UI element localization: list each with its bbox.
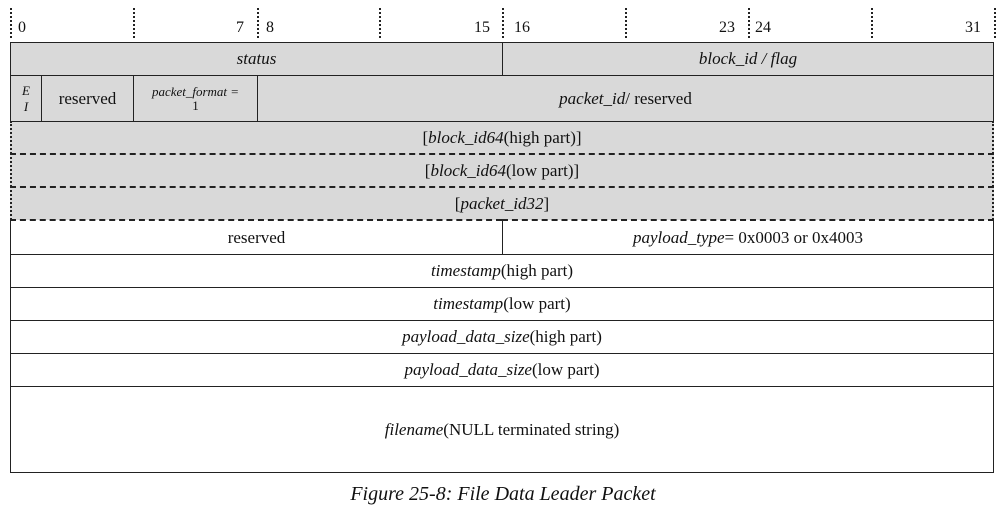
bit-tick [748, 8, 750, 38]
timestamp-high-label: timestamp [430, 261, 501, 280]
reserved-small-field: reserved [41, 75, 133, 121]
packet-format-label: packet_format = [151, 83, 240, 99]
payload-size-low-field: payload_data_size (low part) [10, 353, 994, 386]
block-id64-low-suffix: (low part)] [506, 161, 580, 180]
block-id64-low-label: block_id64 [430, 161, 507, 180]
timestamp-low-field: timestamp (low part) [10, 287, 994, 320]
payload-type-value: = 0x0003 or 0x4003 [724, 227, 864, 247]
reserved-half-label: reserved [227, 227, 286, 247]
block-id64-high-label: block_id64 [428, 128, 504, 147]
bracket-open: [ [454, 194, 461, 213]
bit-label-16: 16 [514, 19, 530, 36]
timestamp-low-label: timestamp [433, 294, 504, 313]
bit-label-23: 23 [719, 19, 735, 36]
bit-label-31: 31 [965, 19, 981, 36]
payload-size-high-field: payload_data_size (high part) [10, 320, 994, 353]
filename-suffix: (NULL terminated string) [443, 419, 620, 439]
bracket-open: [ [422, 128, 429, 147]
bit-tick [10, 8, 12, 38]
bit-label-0: 0 [18, 19, 26, 36]
filename-label: filename [384, 419, 444, 439]
payload-size-high-suffix: (high part) [529, 327, 602, 346]
block-id-flag-label: block_id / flag [698, 49, 798, 68]
status-field: status [10, 42, 502, 75]
bit-tick [625, 8, 627, 38]
packet-id-label: packet_id [559, 88, 626, 108]
block-id64-low-field: [block_id64 (low part)] [10, 153, 994, 187]
bracket-open: [ [424, 161, 431, 180]
figure-caption: Figure 25-8: File Data Leader Packet [350, 483, 656, 505]
packet-format-value: 1 [192, 97, 199, 113]
bit-label-24: 24 [755, 19, 771, 36]
reserved-small-label: reserved [58, 88, 117, 108]
packet-id-field: packet_id / reserved [257, 75, 994, 121]
bit-ruler: 0 7 8 15 16 23 24 31 [0, 0, 1006, 40]
bit-label-8: 8 [266, 19, 274, 36]
payload-type-field: payload_type = 0x0003 or 0x4003 [502, 219, 994, 254]
packet-id32-label: packet_id32 [460, 194, 544, 213]
block-id64-high-field: [block_id64 (high part)] [10, 121, 994, 154]
bit-label-7: 7 [236, 19, 244, 36]
bit-tick [871, 8, 873, 38]
packet-id-suffix: / reserved [625, 88, 692, 108]
ei-label-i: I [23, 98, 29, 114]
payload-size-low-label: payload_data_size [404, 360, 532, 379]
bit-tick [379, 8, 381, 38]
timestamp-high-field: timestamp (high part) [10, 254, 994, 287]
timestamp-high-suffix: (high part) [500, 261, 574, 280]
payload-size-high-label: payload_data_size [402, 327, 530, 346]
packet-id32-field: [packet_id32] [10, 186, 994, 220]
ei-field: E I [10, 75, 41, 121]
block-id-flag-field: block_id / flag [502, 42, 994, 75]
payload-size-low-suffix: (low part) [531, 360, 600, 379]
timestamp-low-suffix: (low part) [503, 294, 571, 313]
block-id64-high-suffix: (high part)] [503, 128, 582, 147]
bit-tick [257, 8, 259, 38]
packet-format-field: packet_format = 1 [133, 75, 257, 121]
bit-tick [502, 8, 504, 38]
status-label: status [236, 49, 277, 68]
bit-tick [994, 8, 996, 38]
filename-field: filename (NULL terminated string) [10, 386, 994, 473]
bracket-close: ] [543, 194, 550, 213]
bit-tick [133, 8, 135, 38]
bit-label-15: 15 [474, 19, 490, 36]
ei-label-e: E [22, 82, 30, 98]
reserved-half-field: reserved [10, 219, 502, 254]
payload-type-label: payload_type [632, 227, 725, 247]
